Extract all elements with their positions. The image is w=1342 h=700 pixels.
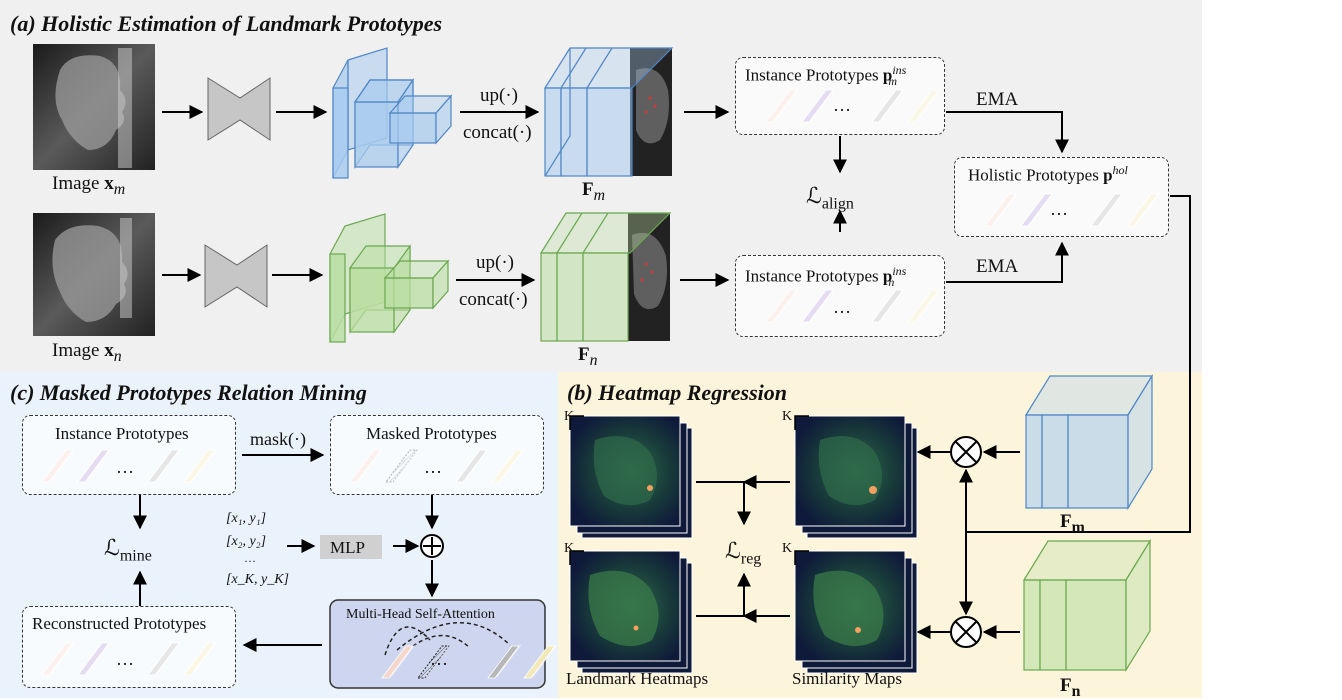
ellipsis-n: … — [833, 297, 851, 317]
coord-dots: ··· — [244, 554, 256, 568]
panel-b-title: (b) Heatmap Regression — [567, 380, 787, 405]
feature-m-b-label: Fm — [1060, 511, 1085, 536]
prototype-bar-side — [425, 644, 452, 678]
landmark-heatmap-stack-bottom — [569, 550, 693, 674]
feature-m-label: Fm — [582, 179, 606, 204]
concat-op-m: concat(·) — [463, 122, 532, 143]
reg-loss-label: ℒreg — [725, 538, 762, 568]
xray-image-m — [33, 44, 155, 170]
encoder-decoder-n-icon — [204, 244, 268, 308]
flow-arrows-c — [133, 448, 439, 652]
feature-map-n — [539, 212, 672, 342]
ema-bottom-label: EMA — [976, 256, 1019, 277]
holistic-to-similarity-line — [966, 195, 1191, 533]
prototype-bar-side — [531, 644, 558, 678]
xray-image-n — [33, 213, 155, 336]
flow-arrows-a — [162, 105, 1069, 287]
k-label-4: K — [782, 541, 793, 556]
ellipsis-c4: … — [430, 649, 448, 669]
masked-prototypes-label: Masked Prototypes — [366, 424, 497, 443]
mine-loss-label: ℒmine — [104, 535, 152, 565]
mlp-box — [320, 535, 382, 559]
holistic-prototypes-box — [954, 157, 1169, 237]
similarity-map-stack-top — [794, 415, 918, 539]
feature-block-m-b — [1024, 373, 1154, 511]
holistic-prototypes-label: Holistic Prototypes phol — [968, 163, 1128, 185]
instance-prototypes-n-box — [735, 255, 945, 337]
reconstructed-prototypes-label: Reconstructed Prototypes — [32, 614, 207, 633]
similarity-maps-label: Similarity Maps — [792, 669, 903, 688]
add-op-icon — [420, 534, 444, 558]
instance-prototypes-c-label: Instance Prototypes — [55, 424, 189, 443]
feature-map-m — [543, 47, 674, 177]
feature-n-label: Fn — [578, 344, 598, 369]
instance-prototypes-n-label: Instance Prototypes pinsn — [745, 264, 907, 290]
instance-prototypes-m-box — [735, 57, 945, 135]
multiply-op-bottom-icon — [950, 616, 982, 648]
multiscale-features-n — [329, 213, 450, 343]
ema-top-label: EMA — [976, 89, 1019, 110]
panel-a-title: (a) Holistic Estimation of Landmark Prot… — [10, 11, 443, 36]
encoder-decoder-m-icon — [207, 77, 271, 141]
feature-n-b-label: Fn — [1060, 675, 1081, 700]
up-op-m: up(·) — [480, 85, 518, 106]
ellipsis-m: … — [833, 95, 851, 115]
ellipsis-c2: … — [424, 457, 442, 477]
coord-1: [x₁, y₁] — [226, 511, 267, 526]
prototype-bar-side — [389, 644, 416, 678]
k-label-3: K — [564, 541, 575, 556]
ellipsis-c3: … — [116, 649, 134, 669]
k-label-1: K — [564, 409, 575, 424]
proto-group-mhsa — [381, 644, 558, 679]
masked-prototypes-box — [330, 415, 544, 495]
coord-k: [x_K, y_K] — [226, 572, 289, 587]
image-m-label: Image xm — [52, 173, 126, 198]
landmark-heatmaps-label: Landmark Heatmaps — [566, 669, 709, 688]
instance-prototypes-c-box — [22, 415, 236, 495]
up-op-n: up(·) — [476, 252, 514, 273]
feature-block-n-b — [1022, 538, 1152, 673]
concat-op-n: concat(·) — [459, 289, 528, 310]
coord-2: [x₂, y₂] — [226, 534, 267, 549]
mask-op-label: mask(·) — [250, 429, 306, 449]
image-n-label: Image xn — [52, 340, 122, 365]
k-label-2: K — [782, 409, 793, 424]
mhsa-label: Multi-Head Self-Attention — [346, 607, 495, 622]
multiscale-features-m — [332, 47, 453, 179]
flow-arrows-b — [696, 445, 1020, 639]
instance-prototypes-m-label: Instance Prototypes pinsm — [745, 63, 907, 89]
reconstructed-prototypes-box — [22, 606, 236, 688]
mhsa-box — [329, 599, 546, 689]
align-loss-label: ℒalign — [806, 183, 854, 213]
mlp-label: MLP — [330, 538, 365, 557]
ellipsis-c1: … — [116, 457, 134, 477]
panel-c-title: (c) Masked Prototypes Relation Mining — [10, 380, 367, 405]
multiply-op-top-icon — [950, 436, 982, 468]
landmark-heatmap-stack-top — [569, 415, 693, 539]
similarity-map-stack-bottom — [794, 550, 918, 674]
ellipsis-hol: … — [1050, 199, 1068, 219]
prototype-bar-side — [495, 644, 522, 678]
